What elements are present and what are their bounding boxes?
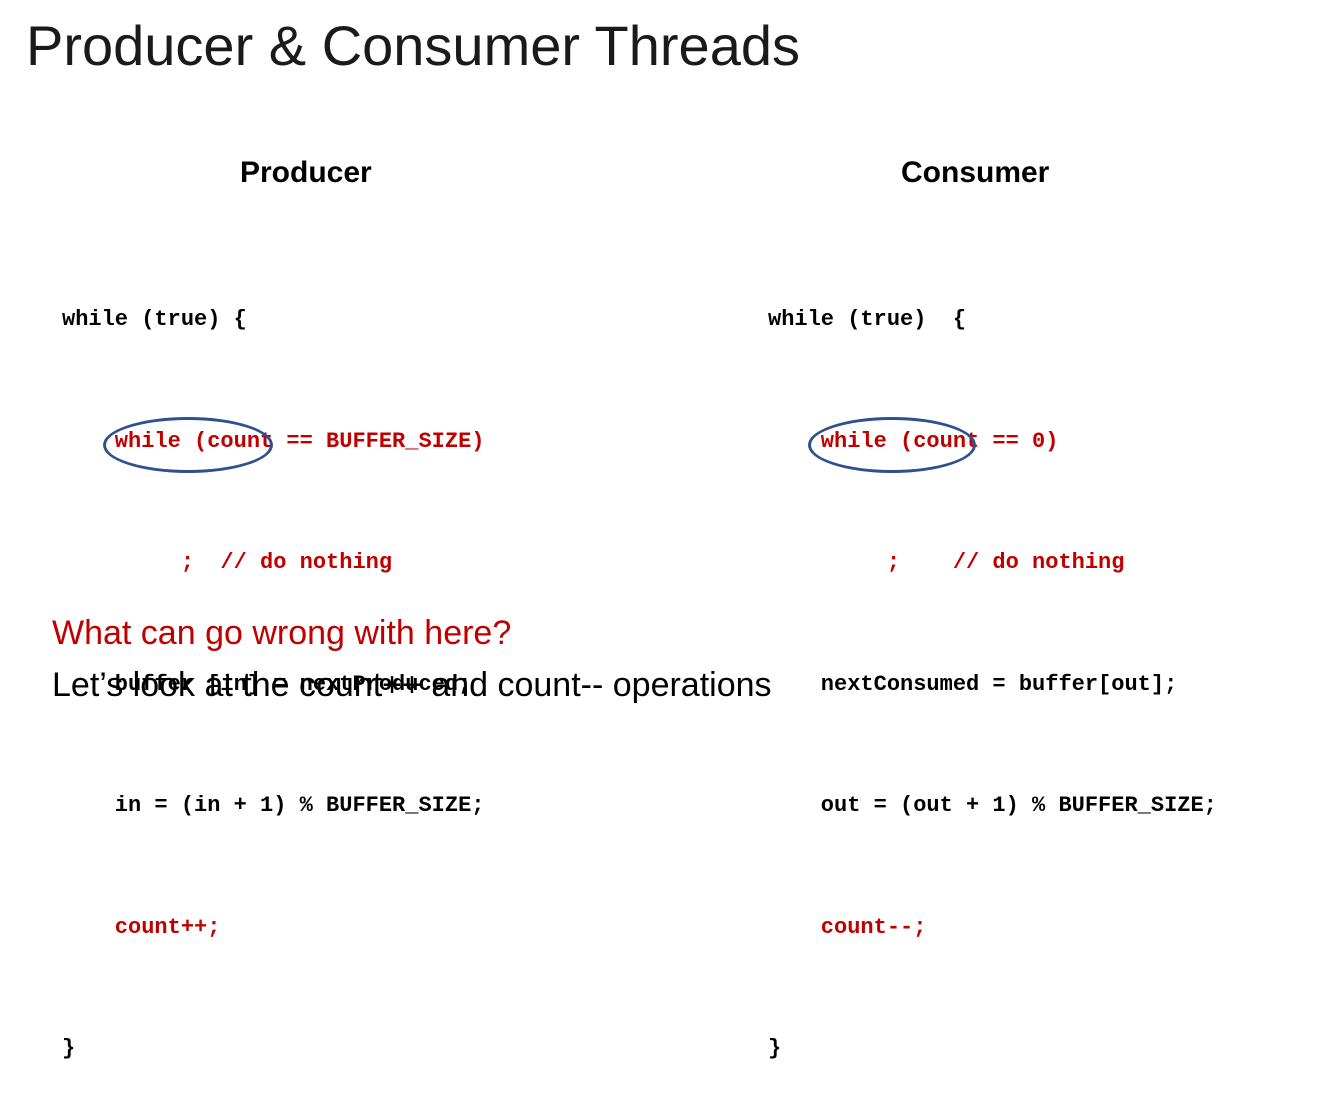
- producer-code: while (true) { while (count == BUFFER_SI…: [62, 219, 484, 1110]
- code-line: in = (in + 1) % BUFFER_SIZE;: [62, 793, 485, 818]
- code-line: nextConsumed = buffer[out];: [768, 671, 1178, 697]
- code-line: }: [768, 1036, 782, 1061]
- code-line: out = (out + 1) % BUFFER_SIZE;: [768, 793, 1217, 818]
- consumer-heading: Consumer: [901, 156, 1050, 189]
- code-line-count-increment: count++;: [62, 914, 221, 940]
- code-line-count-decrement: count--;: [768, 914, 927, 940]
- code-line: }: [62, 1036, 76, 1061]
- code-line: ; // do nothing: [768, 550, 1125, 575]
- producer-count-ellipse: [103, 417, 273, 473]
- code-line: while (true) {: [768, 307, 967, 332]
- producer-heading: Producer: [240, 156, 372, 189]
- note-text: Let’s look at the count++ and count-- op…: [52, 666, 772, 704]
- question-text: What can go wrong with here?: [52, 614, 512, 652]
- consumer-code: while (true) { while (count == 0) ; // d…: [768, 219, 1217, 1110]
- slide-title: Producer & Consumer Threads: [26, 14, 800, 77]
- code-line: while (true) {: [62, 307, 247, 332]
- consumer-count-ellipse: [808, 417, 976, 473]
- code-line: buffer [in] = nextProduced;: [62, 671, 472, 697]
- code-line: ; // do nothing: [62, 550, 393, 575]
